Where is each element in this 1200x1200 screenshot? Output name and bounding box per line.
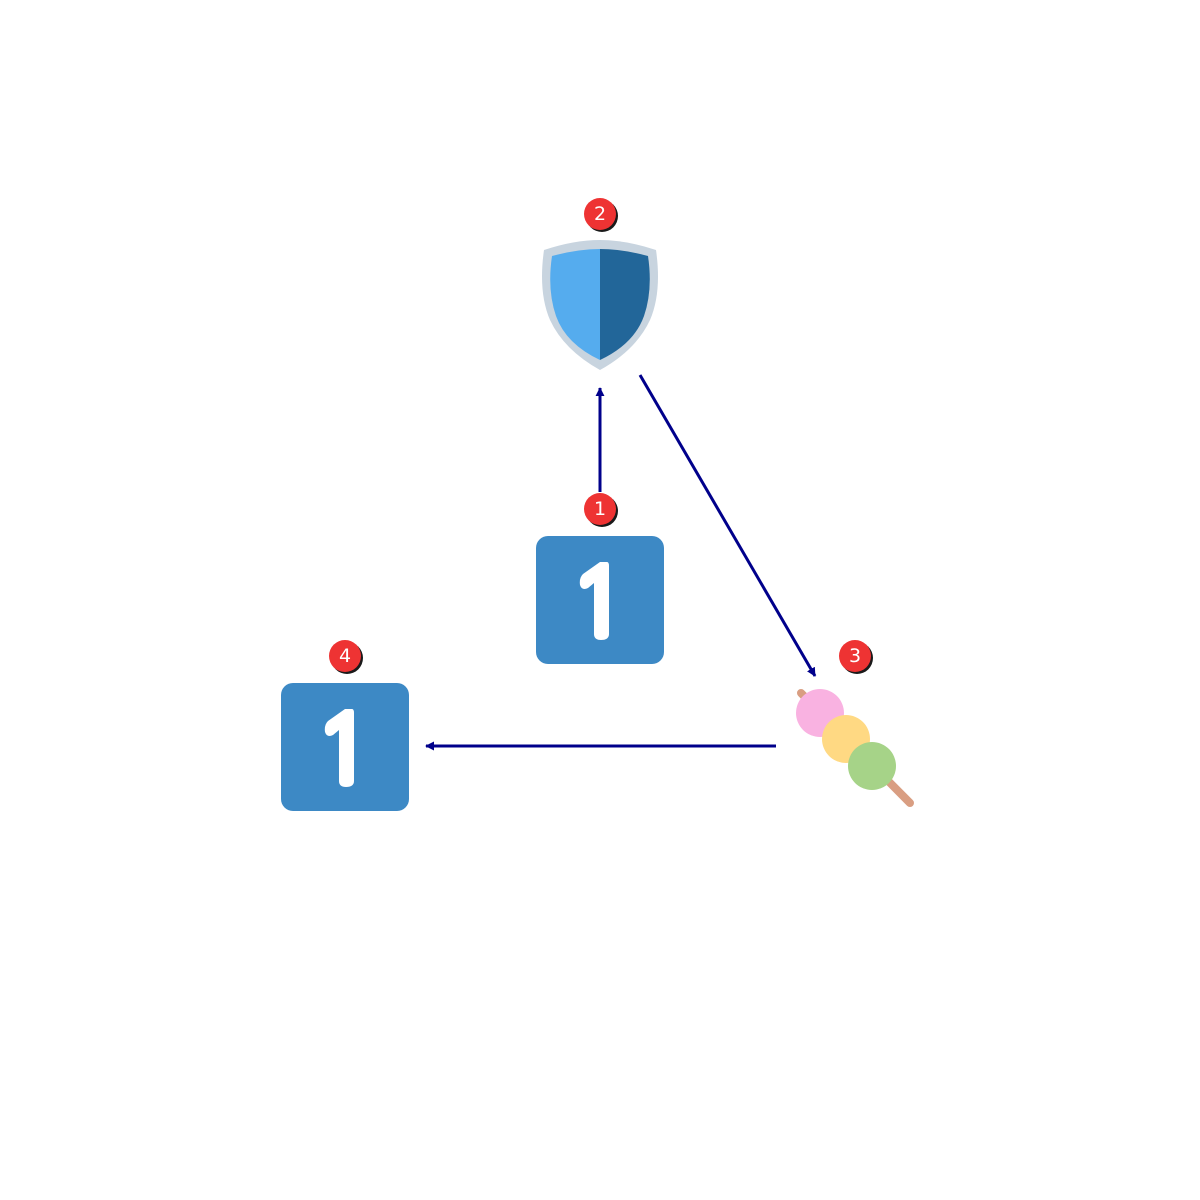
edges	[425, 374, 817, 751]
node-badge-label: 3	[849, 645, 861, 667]
node-badge-label: 2	[594, 203, 606, 225]
node-badge: 3	[839, 640, 873, 674]
node-badge: 4	[329, 640, 363, 674]
keycap-digit-one-icon	[281, 683, 409, 811]
node-badge: 2	[584, 198, 618, 232]
node-badge-label: 4	[339, 645, 351, 667]
node-2[interactable]: 2	[542, 198, 658, 370]
node-badge-label: 1	[594, 498, 606, 520]
node-3[interactable]: 3	[796, 640, 914, 807]
node-badge: 1	[584, 493, 618, 527]
keycap-digit-one-icon	[536, 536, 664, 664]
node-1[interactable]: 1	[536, 493, 664, 664]
edge-2-to-3	[638, 374, 817, 677]
shield-icon	[542, 240, 658, 370]
dango-icon	[796, 689, 914, 807]
node-4[interactable]: 4	[281, 640, 409, 811]
